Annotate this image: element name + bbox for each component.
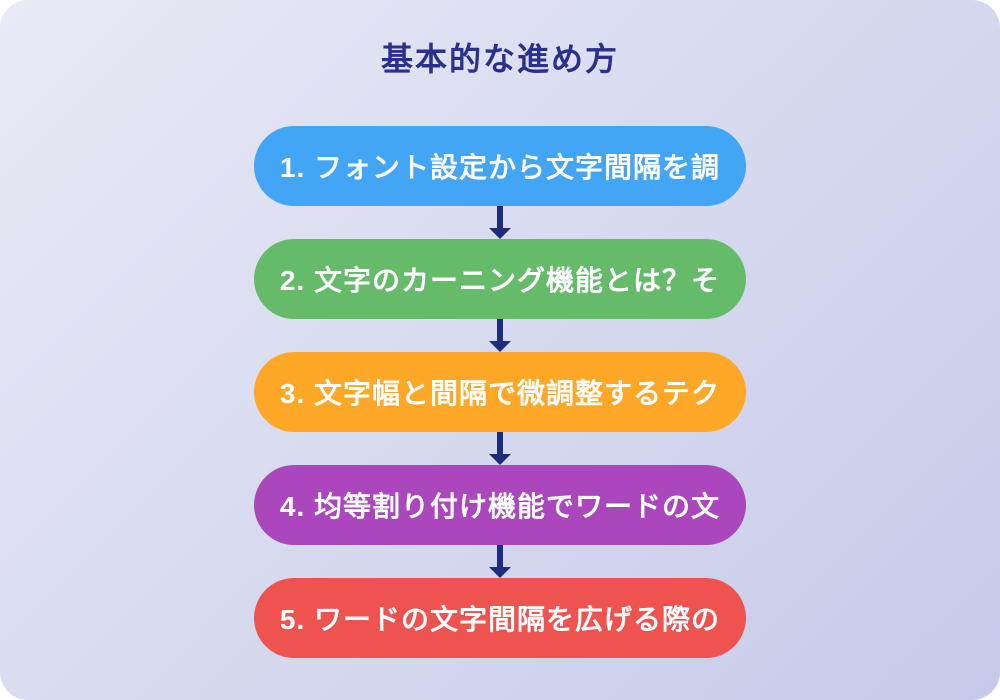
- flow-step-4: 4. 均等割り付け機能でワードの文: [254, 465, 746, 545]
- down-arrow-icon: [489, 432, 511, 465]
- down-arrow-icon: [489, 545, 511, 578]
- page-title: 基本的な進め方: [380, 41, 619, 77]
- down-arrow-icon: [489, 206, 511, 239]
- flow-step-2: 2. 文字のカーニング機能とは？そ: [254, 239, 746, 319]
- flow-step-5: 5. ワードの文字間隔を広げる際の: [254, 578, 746, 658]
- down-arrow-icon: [489, 319, 511, 352]
- flow-chart: 1. フォント設定から文字間隔を調 2. 文字のカーニング機能とは？そ 3. 文…: [254, 126, 746, 658]
- flow-step-3: 3. 文字幅と間隔で微調整するテク: [254, 352, 746, 432]
- flow-step-1: 1. フォント設定から文字間隔を調: [254, 126, 746, 206]
